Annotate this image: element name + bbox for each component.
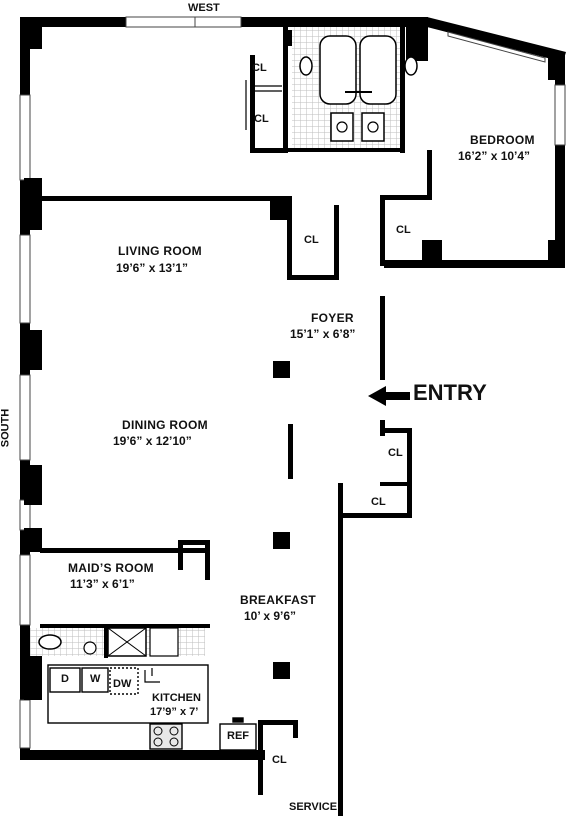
kitchen-dims: 17’9” x 7’ <box>150 706 199 718</box>
maids-room-name: MAID’S ROOM <box>68 561 154 575</box>
dishwasher-label: DW <box>113 678 132 690</box>
interior-walls <box>40 17 432 816</box>
closet-label: CL <box>396 224 411 236</box>
bedroom-dims: 16’2” x 10’4” <box>458 149 531 163</box>
closet-label: CL <box>272 754 287 766</box>
closet-label: CL <box>388 447 403 459</box>
living-room-name: LIVING ROOM <box>118 244 202 258</box>
closet-label: CL <box>304 234 319 246</box>
refrigerator-label: REF <box>227 730 249 742</box>
closet-label: CL <box>252 62 267 74</box>
kitchen-counters <box>47 664 257 751</box>
entry-label: ENTRY <box>413 380 487 405</box>
compass-west: WEST <box>188 2 220 14</box>
wall-piers <box>24 17 564 700</box>
compass-service: SERVICE <box>289 801 338 813</box>
maids-room-dims: 11’3” x 6’1” <box>70 577 135 591</box>
breakfast-dims: 10’ x 9’6” <box>244 609 297 623</box>
compass-south: SOUTH <box>0 408 12 448</box>
breakfast-name: BREAKFAST <box>240 593 317 607</box>
kitchen-name: KITCHEN <box>152 692 201 704</box>
bathroom <box>292 27 418 148</box>
closet-label: CL <box>254 113 269 125</box>
dining-room-dims: 19’6” x 12’10” <box>113 434 192 448</box>
washer-label: W <box>90 673 101 685</box>
columns <box>273 361 290 679</box>
dryer-label: D <box>61 673 69 685</box>
foyer-name: FOYER <box>311 311 354 325</box>
foyer-dims: 15’1” x 6’8” <box>290 327 356 341</box>
living-room-dims: 19’6” x 13’1” <box>116 261 189 275</box>
closet-label: CL <box>371 496 386 508</box>
left-arrow-icon <box>368 386 410 406</box>
bedroom-name: BEDROOM <box>470 133 535 147</box>
maids-bathroom <box>30 624 205 658</box>
dining-room-name: DINING ROOM <box>122 418 208 432</box>
